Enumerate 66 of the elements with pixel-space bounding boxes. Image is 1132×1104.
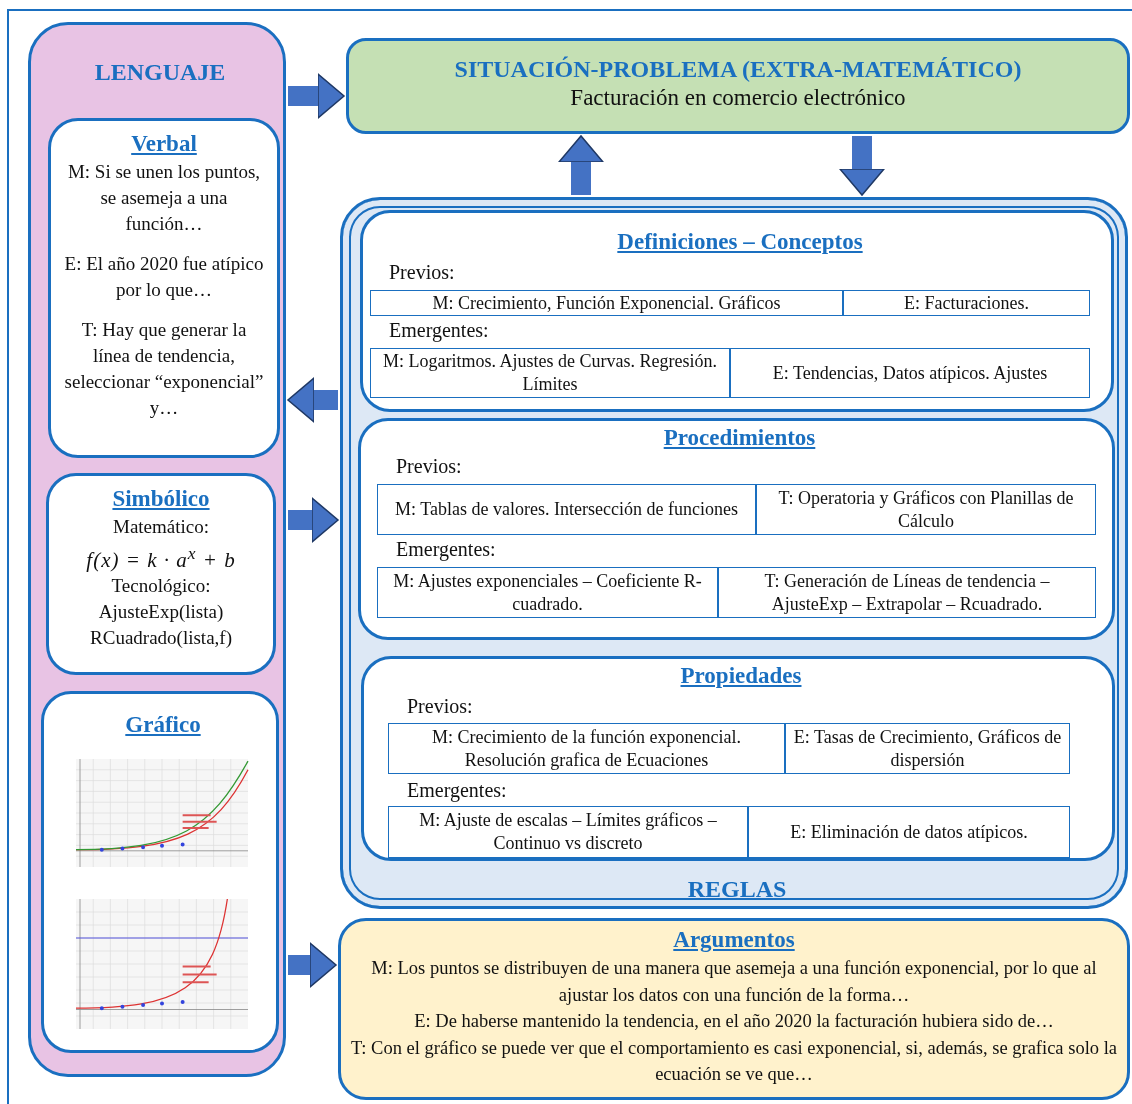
row-label: Emergentes: <box>389 319 489 342</box>
cell-text: E: Facturaciones. <box>904 291 1029 315</box>
arguments-box <box>338 918 1130 1100</box>
row-label: Previos: <box>407 695 473 718</box>
section-heading: Simbólico <box>112 485 210 513</box>
row-label: Emergentes: <box>407 779 507 802</box>
section-heading: Definiciones – Conceptos <box>616 228 864 256</box>
row-label: Emergentes: <box>396 538 496 561</box>
table-cell <box>730 348 1090 398</box>
block-arrow <box>287 377 338 423</box>
rule-card <box>358 418 1115 640</box>
section-heading: Propiedades <box>679 662 803 690</box>
rule-card <box>360 210 1114 412</box>
table-cell <box>377 567 718 618</box>
language-card <box>46 473 276 675</box>
cell-text: M: Tablas de valores. Intersección de funciones <box>395 498 738 521</box>
table-cell <box>843 290 1090 316</box>
body-text: T: Hay que generar la línea de tendencia, seleccionar “exponencial” y… <box>63 318 265 420</box>
cell-text: M: Ajustes exponenciales – Coeficiente R-cuadrado. <box>392 569 703 616</box>
body-text: Matemático: <box>113 515 209 539</box>
table-cell <box>748 806 1070 858</box>
rule-card <box>361 656 1115 861</box>
cell-text: M: Ajuste de escalas – Límites gráficos – Continuo vs discreto <box>418 809 718 855</box>
body-text: E: De haberse mantenido la tendencia, en el año 2020 la facturación hubiera sido de… <box>414 1010 1054 1033</box>
row-label: Previos: <box>389 261 455 284</box>
language-card <box>41 691 279 1053</box>
body-text: M: Si se unen los puntos, se asemeja a una función… <box>66 160 262 236</box>
panel-title: LENGUAJE <box>93 59 227 86</box>
table-cell <box>370 290 843 316</box>
block-arrow <box>288 942 337 988</box>
block-arrow <box>288 497 339 543</box>
body-text: Facturación en comercio electrónico <box>570 84 906 111</box>
body-text: Tecnológico: <box>111 574 211 598</box>
body-text: AjusteExp(lista) <box>98 600 224 624</box>
situation-box <box>346 38 1130 134</box>
body-text: f(x) = k · a$^{x}$ + b <box>86 542 236 573</box>
section-heading: Gráfico <box>124 711 202 739</box>
table-cell <box>718 567 1096 618</box>
table-cell <box>388 723 785 774</box>
table-cell <box>388 806 748 858</box>
panel-title: REGLAS <box>686 876 788 903</box>
block-arrow <box>558 135 604 195</box>
table-cell <box>377 484 756 535</box>
table-cell <box>756 484 1096 535</box>
cell-text: T: Operatoria y Gráficos con Planillas de Cálculo <box>777 486 1075 533</box>
section-heading: Argumentos <box>673 926 795 954</box>
panel-title: SITUACIÓN-PROBLEMA (EXTRA-MATEMÁTICO) <box>454 55 1022 83</box>
body-text: T: Con el gráfico se puede ver que el comportamiento es casi exponencial, si, además, se grafica solo la ecuación se ve que… <box>349 1036 1118 1086</box>
language-card <box>48 118 280 458</box>
cell-text: M: Logaritmos. Ajustes de Curvas. Regresión. Límites <box>382 350 718 396</box>
cell-text: E: Tendencias, Datos atípicos. Ajustes <box>772 361 1048 385</box>
cell-text: E: Tasas de Crecimiento, Gráficos de dispersión <box>792 725 1063 772</box>
row-label: Previos: <box>396 455 462 478</box>
cell-text: M: Crecimiento, Función Exponencial. Gráficos <box>432 291 781 315</box>
section-heading: Procedimientos <box>662 424 817 452</box>
body-text: RCuadrado(lista,f) <box>90 626 232 650</box>
body-text: M: Los puntos se distribuyen de una manera que asemeja a una función exponencial, por lo que al ajustar los datos con una función de la forma… <box>370 957 1098 1007</box>
block-arrow <box>839 136 885 196</box>
language-panel <box>28 22 286 1077</box>
body-text: E: El año 2020 fue atípico por lo que… <box>63 252 265 302</box>
rules-panel <box>340 197 1128 909</box>
cell-text: M: Crecimiento de la función exponencial. Resolución grafica de Ecuaciones <box>431 725 742 772</box>
cell-text: E: Eliminación de datos atípicos. <box>790 820 1028 844</box>
section-heading: Verbal <box>131 130 197 158</box>
block-arrow <box>288 73 345 119</box>
cell-text: T: Generación de Líneas de tendencia – AjusteExp – Extrapolar – Rcuadrado. <box>763 569 1051 616</box>
